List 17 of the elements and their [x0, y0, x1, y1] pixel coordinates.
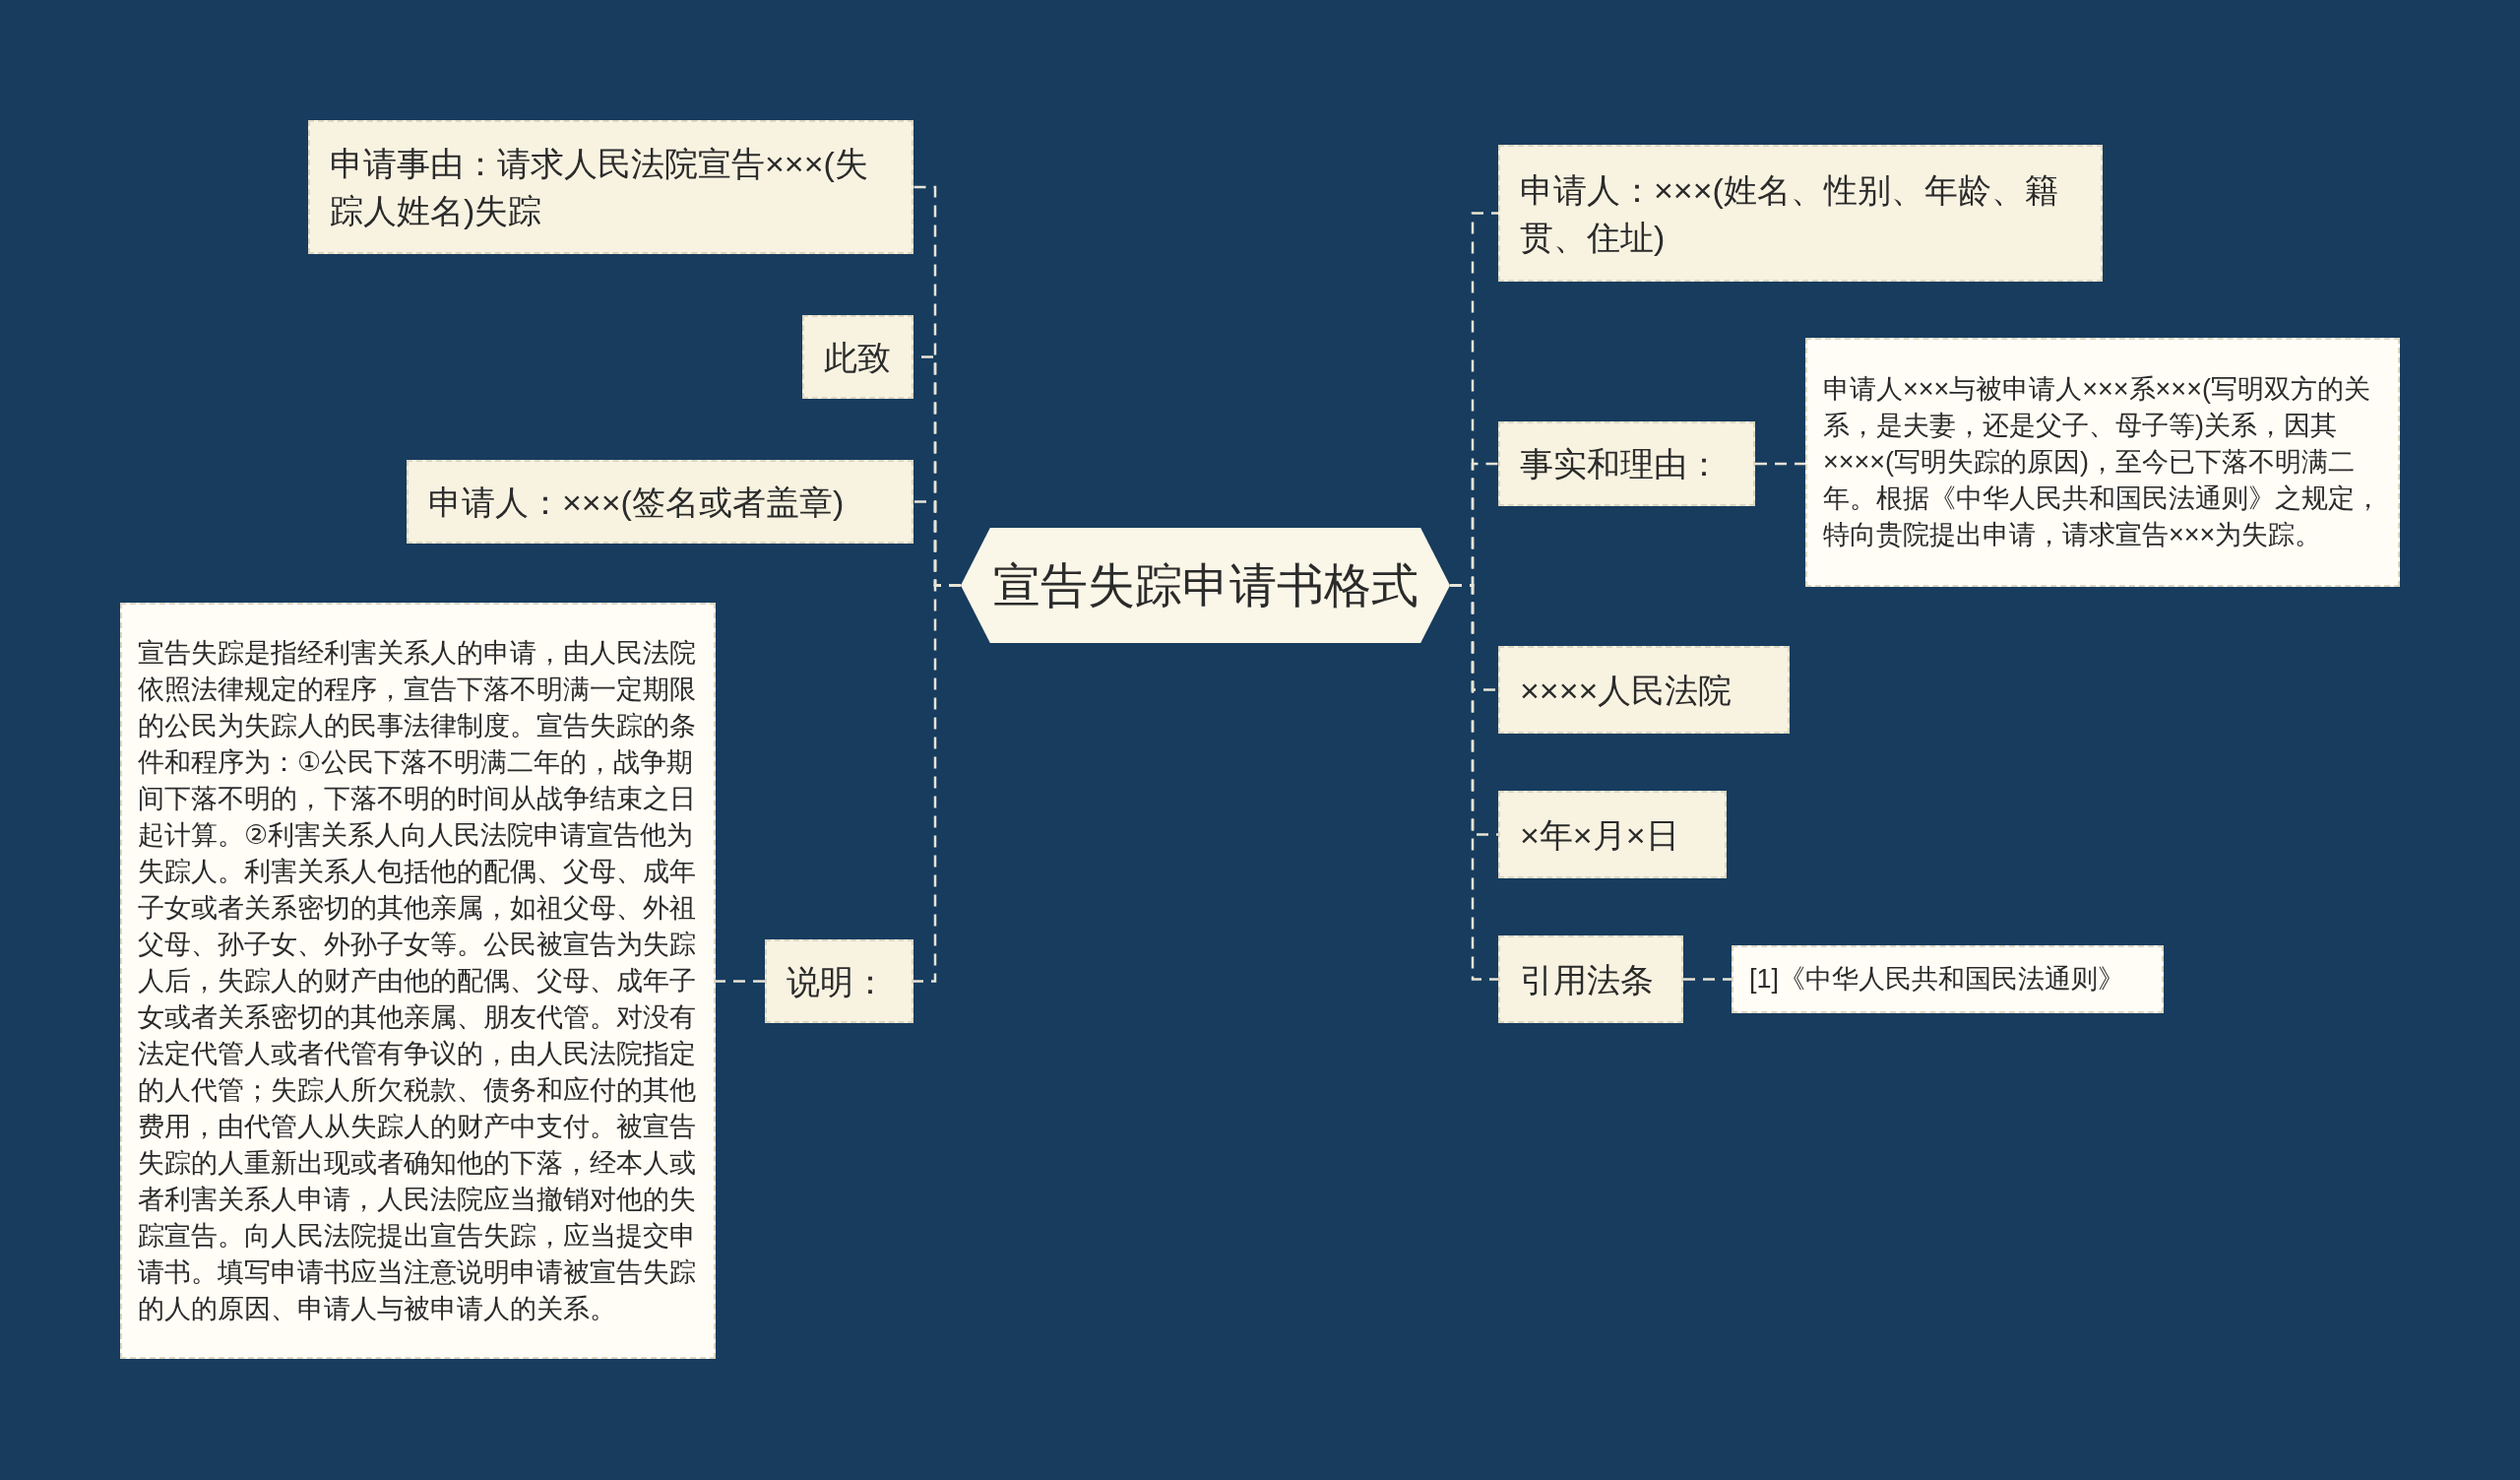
- connector-line: [1450, 584, 1498, 981]
- topic-box: 申请事由：请求人民法院宣告×××(失踪人姓名)失踪: [308, 120, 914, 254]
- topic-box: 引用法条: [1498, 935, 1683, 1023]
- topic-box: 申请人：×××(签名或者盖章): [407, 460, 914, 544]
- topic-box: ××××人民法院: [1498, 646, 1790, 734]
- note-box: 宣告失踪是指经利害关系人的申请，由人民法院依照法律规定的程序，宣告下落不明满一定期限的公民为失踪人的民事法律制度。宣告失踪的条件和程序为：①公民下落不明满二年的，战争期间下落不明的，下落不明的时间从战争结束之日起计算。②利害关系人向人民法院申请宣告他为失踪人。利害关系人包括他的配偶、父母、成年子女或者关系密切的其他亲属，如祖父母、外祖父母、孙子女、外孙子女等。公民被宣告为失踪人后，失踪人的财产由他的配偶、父母、成年子女或者关系密切的其他亲属、朋友代管。对没有法定代管人或者代管有争议的，由人民法院指定的人代管；失踪人所欠税款、债务和应付的其他费用，由代管人从失踪人的财产中支付。被宣告失踪的人重新出现或者确知他的下落，经本人或者利害关系人申请，人民法院应当撤销对他的失踪宣告。向人民法院提出宣告失踪，应当提交申请书。填写申请书应当注意说明申请被宣告失踪的人的原因、申请人与被申请人的关系。: [120, 603, 716, 1359]
- note-box: 申请人×××与被申请人×××系×××(写明双方的关系，是夫妻，还是父子、母子等)关系，因其××××(写明失踪的原因)，至今已下落不明满二年。根据《中华人民共和国民法通则》之规定，特向贵院提出申请，请求宣告×××为失踪。: [1805, 338, 2400, 587]
- connector-line: [1683, 978, 1732, 981]
- note-box: [1]《中华人民共和国民法通则》: [1732, 945, 2164, 1013]
- topic-box: 说明：: [765, 939, 914, 1023]
- topic-box: 此致: [802, 315, 914, 399]
- topic-box: 申请人：×××(姓名、性别、年龄、籍贯、住址): [1498, 145, 2103, 282]
- connector-line: [1755, 462, 1805, 466]
- connector-line: [914, 584, 961, 983]
- connector-line: [716, 980, 765, 983]
- topic-box: 事实和理由：: [1498, 421, 1755, 506]
- topic-box: ×年×月×日: [1498, 791, 1727, 878]
